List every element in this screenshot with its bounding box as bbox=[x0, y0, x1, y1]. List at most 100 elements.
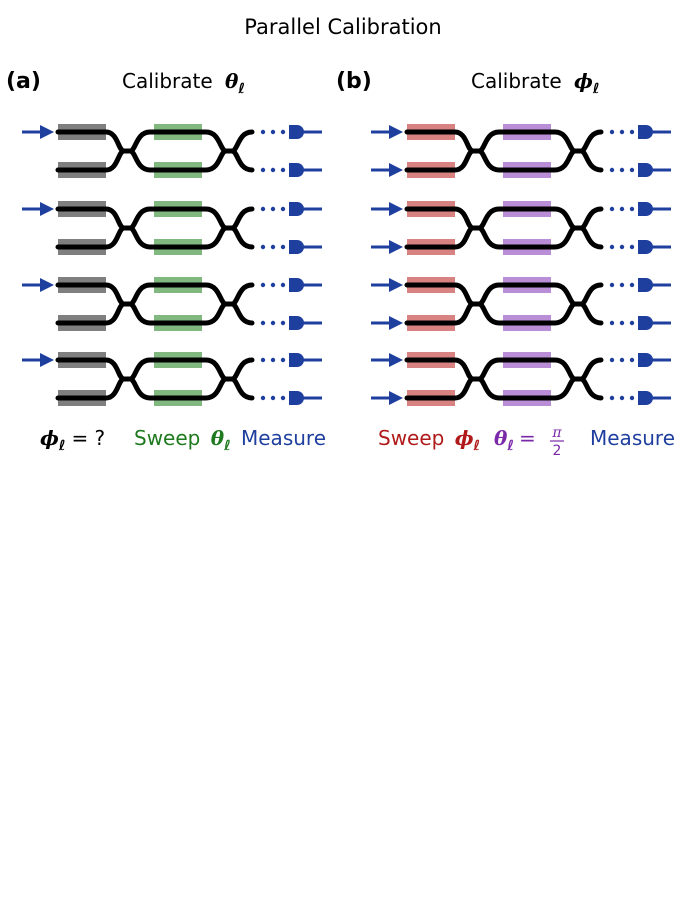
panel-b-theta-subscript: ℓ bbox=[506, 438, 514, 454]
input-arrow-icon bbox=[40, 202, 54, 216]
ellipsis-dot bbox=[260, 320, 266, 326]
ellipsis-dot bbox=[280, 206, 286, 212]
ellipsis-dot bbox=[609, 282, 615, 288]
fraction-denominator: 2 bbox=[553, 443, 562, 459]
detector-icon bbox=[638, 353, 653, 367]
panel-a-sweep-theta-subscript: ℓ bbox=[223, 438, 231, 454]
panel-a-sweep-theta-symbol: θ bbox=[211, 426, 225, 450]
waveguide bbox=[55, 206, 255, 231]
ellipsis-dot bbox=[619, 244, 625, 250]
panel-b-theta-label: θℓ= bbox=[494, 426, 536, 454]
detector-icon bbox=[289, 353, 304, 367]
ellipsis-dot bbox=[270, 206, 276, 212]
waveguide bbox=[55, 357, 255, 382]
detector-icon bbox=[638, 125, 653, 139]
waveguide bbox=[55, 129, 255, 154]
fraction-numerator: π bbox=[551, 425, 562, 441]
detector-icon bbox=[289, 240, 304, 254]
ellipsis-dot bbox=[629, 320, 635, 326]
waveguide bbox=[55, 282, 255, 307]
panel-b-heading-text: Calibrate bbox=[471, 69, 562, 93]
waveguide bbox=[404, 282, 604, 307]
panel-a-phi-equals: = ? bbox=[71, 426, 105, 450]
ellipsis-dot bbox=[280, 395, 286, 401]
ellipsis-dot bbox=[270, 129, 276, 135]
detector-icon bbox=[289, 391, 304, 405]
input-arrow-icon bbox=[40, 125, 54, 139]
ellipsis-dot bbox=[629, 206, 635, 212]
detector-icon bbox=[638, 278, 653, 292]
ellipsis-dot bbox=[609, 395, 615, 401]
waveguide bbox=[404, 206, 604, 231]
panel-a-heading: Calibrate θℓ bbox=[122, 69, 245, 97]
panel-a-phi-label: ϕℓ= ? bbox=[40, 426, 105, 454]
ellipsis-dot bbox=[609, 244, 615, 250]
panel-b-theta-symbol: θ bbox=[494, 426, 508, 450]
panel-a-circuit bbox=[22, 124, 322, 406]
panel-b-sweep-text: Sweep bbox=[378, 426, 444, 450]
ellipsis-dot bbox=[280, 167, 286, 173]
panel-b-circuit bbox=[371, 124, 671, 406]
detector-icon bbox=[638, 202, 653, 216]
detector-icon bbox=[289, 316, 304, 330]
panel-a-heading-symbol: θ bbox=[225, 69, 239, 93]
ellipsis-dot bbox=[260, 282, 266, 288]
ellipsis-dot bbox=[619, 167, 625, 173]
detector-icon bbox=[289, 278, 304, 292]
detector-icon bbox=[289, 125, 304, 139]
panel-b-heading-subscript: ℓ bbox=[592, 81, 600, 97]
ellipsis-dot bbox=[609, 206, 615, 212]
panel-a-measure-label: Measure bbox=[241, 426, 326, 450]
waveguide bbox=[404, 129, 604, 154]
panel-b-sweep-phi-symbol: ϕ bbox=[455, 426, 474, 450]
input-arrow-icon bbox=[389, 202, 403, 216]
ellipsis-dot bbox=[280, 282, 286, 288]
panel-b-heading-symbol: ϕ bbox=[574, 69, 593, 93]
waveguide bbox=[55, 148, 255, 173]
detector-icon bbox=[289, 202, 304, 216]
panel-a-label: (a) bbox=[6, 69, 41, 94]
ellipsis-dot bbox=[270, 244, 276, 250]
waveguide bbox=[404, 376, 604, 401]
panel-b-theta-fraction: π 2 bbox=[550, 425, 564, 459]
ellipsis-dot bbox=[270, 282, 276, 288]
ellipsis-dot bbox=[619, 206, 625, 212]
ellipsis-dot bbox=[260, 129, 266, 135]
detector-icon bbox=[638, 163, 653, 177]
ellipsis-dot bbox=[629, 357, 635, 363]
panel-b-label: (b) bbox=[336, 69, 372, 94]
input-arrow-icon bbox=[389, 278, 403, 292]
panel-b-heading: Calibrate ϕℓ bbox=[471, 69, 599, 97]
input-arrow-icon bbox=[389, 316, 403, 330]
waveguide bbox=[404, 301, 604, 326]
panel-b-measure-label: Measure bbox=[590, 426, 675, 450]
ellipsis-dot bbox=[619, 395, 625, 401]
ellipsis-dot bbox=[280, 244, 286, 250]
ellipsis-dot bbox=[609, 357, 615, 363]
detector-icon bbox=[638, 240, 653, 254]
ellipsis-dot bbox=[619, 282, 625, 288]
ellipsis-dot bbox=[629, 167, 635, 173]
input-arrow-icon bbox=[389, 125, 403, 139]
waveguide bbox=[404, 225, 604, 250]
ellipsis-dot bbox=[280, 129, 286, 135]
waveguide bbox=[55, 225, 255, 250]
waveguide bbox=[404, 357, 604, 382]
ellipsis-dot bbox=[280, 357, 286, 363]
input-arrow-icon bbox=[389, 391, 403, 405]
ellipsis-dot bbox=[270, 167, 276, 173]
detector-icon bbox=[638, 391, 653, 405]
ellipsis-dot bbox=[270, 357, 276, 363]
ellipsis-dot bbox=[270, 320, 276, 326]
input-arrow-icon bbox=[40, 353, 54, 367]
ellipsis-dot bbox=[609, 320, 615, 326]
input-arrow-icon bbox=[389, 163, 403, 177]
panel-a-sweep-text: Sweep bbox=[134, 426, 200, 450]
ellipsis-dot bbox=[260, 167, 266, 173]
ellipsis-dot bbox=[260, 395, 266, 401]
waveguide bbox=[55, 376, 255, 401]
ellipsis-dot bbox=[629, 395, 635, 401]
ellipsis-dot bbox=[609, 129, 615, 135]
figure-title: Parallel Calibration bbox=[244, 15, 441, 39]
